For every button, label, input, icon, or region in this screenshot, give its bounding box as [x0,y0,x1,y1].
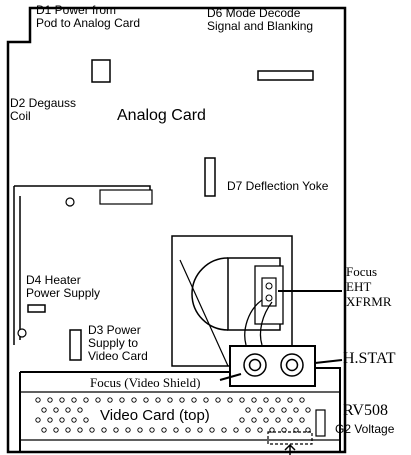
bracket-screw [65,197,75,207]
vent-hole [215,397,221,403]
rv508-label: RV508 [343,402,388,419]
vent-hole [257,407,263,413]
focus-video-shield-label: Focus (Video Shield) [90,375,201,390]
vent-hole [47,417,53,423]
d4-connector [27,304,46,313]
vent-hole [221,427,227,433]
vent-hole [185,427,191,433]
vent-hole [167,397,173,403]
hstat-leader [314,359,343,364]
vent-hole [155,397,161,403]
vent-hole [203,397,209,403]
video-card-title: Video Card (top) [100,407,210,424]
d7-label: D7 Deflection Yoke [227,179,329,193]
vent-hole [251,397,257,403]
d6-connector [257,70,314,81]
vent-hole [59,417,65,423]
vent-hole [239,397,245,403]
vent-hole [263,397,269,403]
vent-hole [41,427,47,433]
vent-hole [269,427,275,433]
vent-hole [35,397,41,403]
vent-hole [263,417,269,423]
vent-hole [65,427,71,433]
vent-hole [101,427,107,433]
vent-hole [71,417,77,423]
vent-hole [239,417,245,423]
d4-label: D4 Heater Power Supply [26,273,101,300]
vent-hole [35,417,41,423]
vent-hole [281,407,287,413]
vent-hole [143,397,149,403]
vent-hole [77,427,83,433]
d3-label: D3 Power Supply to Video Card [88,323,148,363]
vent-hole [299,397,305,403]
vent-hole [197,427,203,433]
d7-connector [204,157,216,197]
vent-hole [59,397,65,403]
vent-hole [89,427,95,433]
d1-label: D1 Power from Pod to Analog Card [36,3,141,30]
focus-hstat-block [229,345,316,387]
vent-hole [305,407,311,413]
vent-hole [113,427,119,433]
vent-hole [125,427,131,433]
g2-arrow-icon [284,443,296,455]
focus-eht-label: Focus EHT XFRMR [346,264,392,309]
vent-hole [209,427,215,433]
vent-hole [137,427,143,433]
vent-hole [233,427,239,433]
analog-card-outline [6,6,347,454]
vent-hole [245,407,251,413]
vent-hole [131,397,137,403]
degauss-bracket [13,185,151,345]
g2-voltage-label: G2 Voltage [335,422,395,436]
vent-hole [71,397,77,403]
vent-hole [107,397,113,403]
vent-hole [53,407,59,413]
vent-hole [83,417,89,423]
vent-hole [245,427,251,433]
d3-connector [69,329,82,361]
vent-hole [299,417,305,423]
vent-hole [161,427,167,433]
vent-hole [257,427,263,433]
vent-hole [179,397,185,403]
d4-screw [17,328,27,338]
video-card-vent-holes [35,397,311,433]
focus-shield-leader [219,373,242,381]
vent-hole [53,427,59,433]
bracket-block [99,189,153,205]
vent-hole [65,407,71,413]
analog-card-title: Analog Card [117,107,206,124]
vent-hole [269,407,275,413]
vent-hole [275,417,281,423]
vent-hole [227,397,233,403]
vent-hole [83,397,89,403]
d1-connector [91,59,111,83]
d2-label: D2 Degauss Coil [10,96,77,123]
vent-hole [293,407,299,413]
video-card [19,367,341,452]
vent-hole [47,397,53,403]
vent-hole [275,397,281,403]
vent-hole [149,427,155,433]
hstat-label: H.STAT [343,350,396,367]
vent-hole [287,397,293,403]
vent-hole [191,397,197,403]
vent-hole [41,407,47,413]
g2-connector [267,431,313,445]
vent-hole [95,397,101,403]
rv508-component [315,409,326,437]
vent-hole [77,407,83,413]
vent-hole [173,427,179,433]
vent-hole [287,417,293,423]
d6-label: D6 Mode Decode Signal and Blanking [207,6,314,33]
vent-hole [119,397,125,403]
vent-hole [251,417,257,423]
